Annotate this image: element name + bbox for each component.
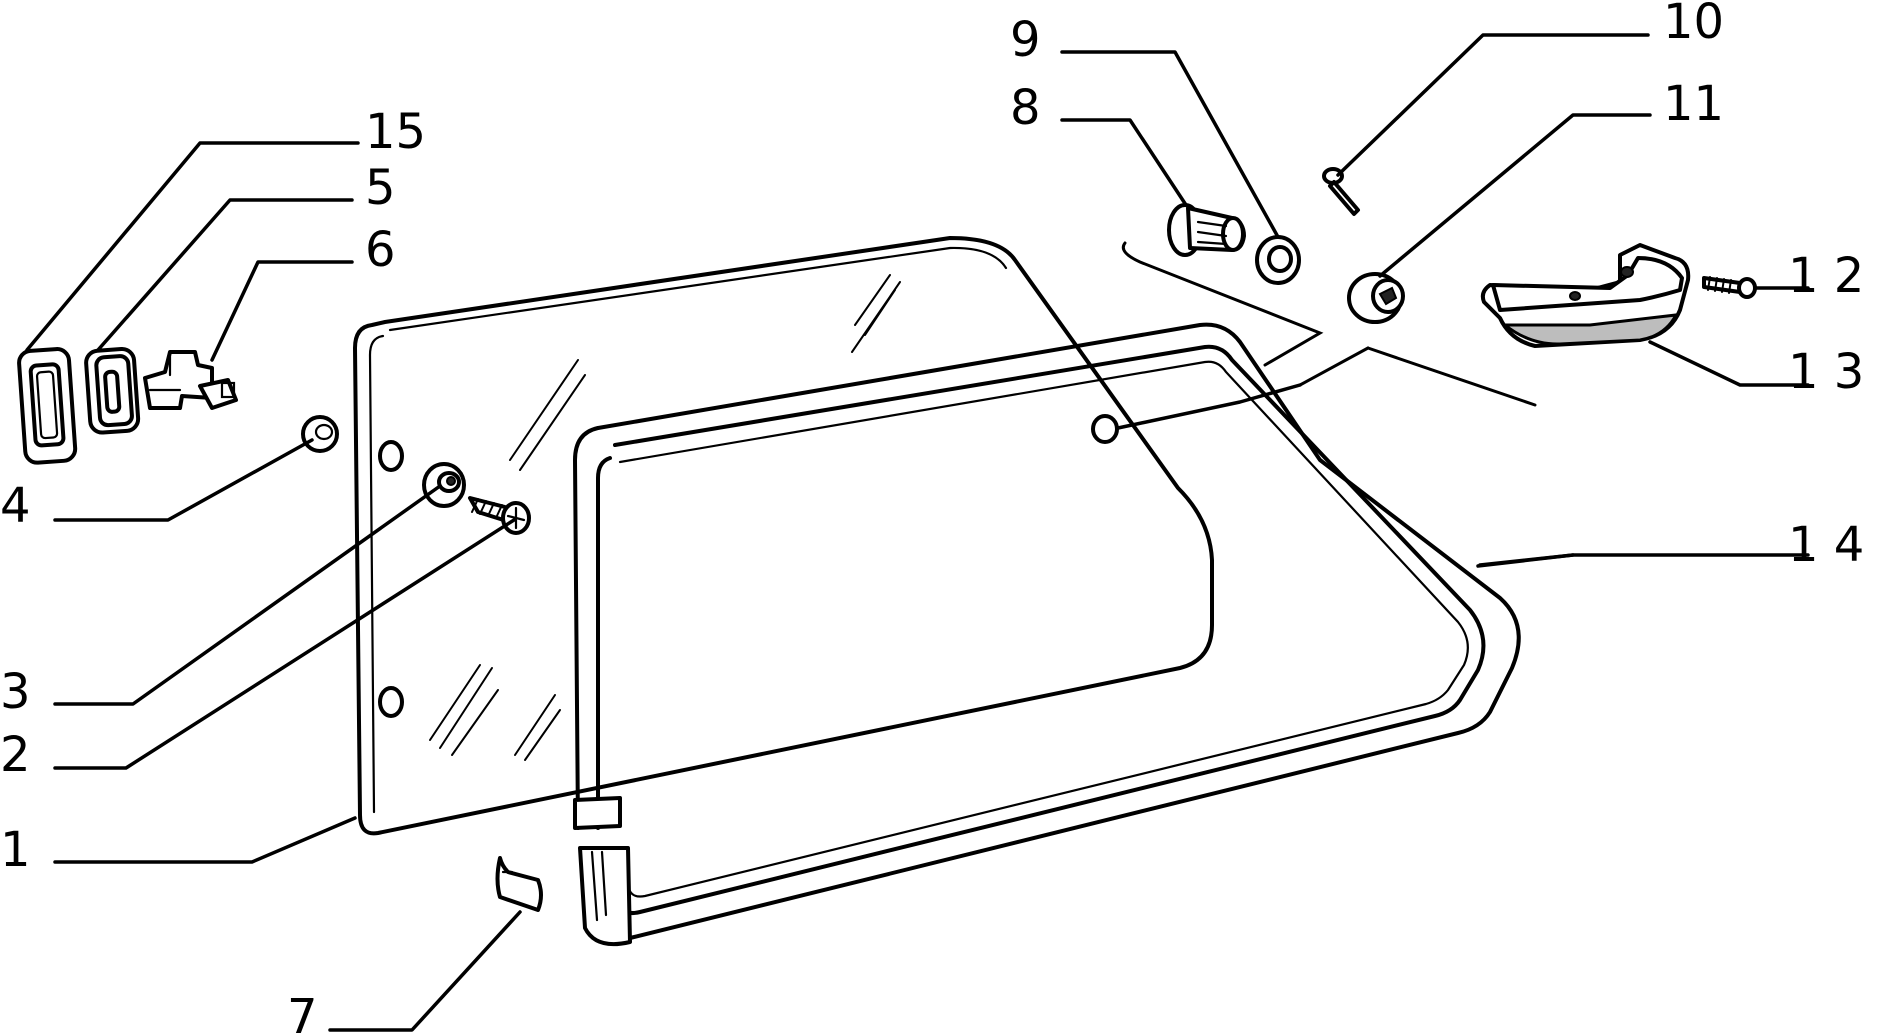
callout-6: 6	[365, 222, 396, 278]
window-seal-frame	[573, 322, 1521, 947]
callout-7: 7	[287, 989, 318, 1033]
callout-1: 1	[0, 822, 31, 878]
retaining-clip	[495, 856, 543, 912]
callout-8: 8	[1010, 80, 1041, 136]
bushing	[84, 347, 141, 435]
pin-part-10	[1322, 167, 1360, 216]
callout-12: 1 2	[1788, 248, 1864, 304]
callout-11: 11	[1663, 76, 1724, 132]
glass-mount-hole-upper	[378, 440, 404, 472]
callout-15: 15	[365, 104, 426, 160]
ring-nut-part-9	[1255, 235, 1301, 285]
callout-5: 5	[365, 160, 396, 216]
body-panel-lines	[1121, 241, 1537, 407]
callout-10: 10	[1663, 0, 1724, 50]
latch-bracket	[143, 350, 238, 410]
glass-adhesive-pad	[1091, 414, 1119, 444]
callout-2: 2	[0, 727, 31, 783]
leader-lines	[25, 33, 1810, 1032]
callout-4: 4	[0, 478, 31, 534]
screw-part-12	[1702, 276, 1757, 299]
glass-reflection-hatch	[429, 274, 901, 761]
glass-mount-hole-lower	[378, 686, 404, 718]
callout-13: 1 3	[1788, 344, 1864, 400]
callout-14: 1 4	[1788, 517, 1864, 573]
knob-part-11	[1347, 272, 1405, 324]
spacer-part-3	[422, 462, 466, 508]
grommet-frame	[17, 347, 78, 465]
side-glass-pane	[353, 236, 1214, 836]
callout-9: 9	[1010, 12, 1041, 68]
washer-part-4	[301, 415, 339, 453]
hinge-cover-part-13	[1480, 243, 1691, 348]
stud-flange-part-8	[1167, 203, 1246, 257]
callout-3: 3	[0, 664, 31, 720]
